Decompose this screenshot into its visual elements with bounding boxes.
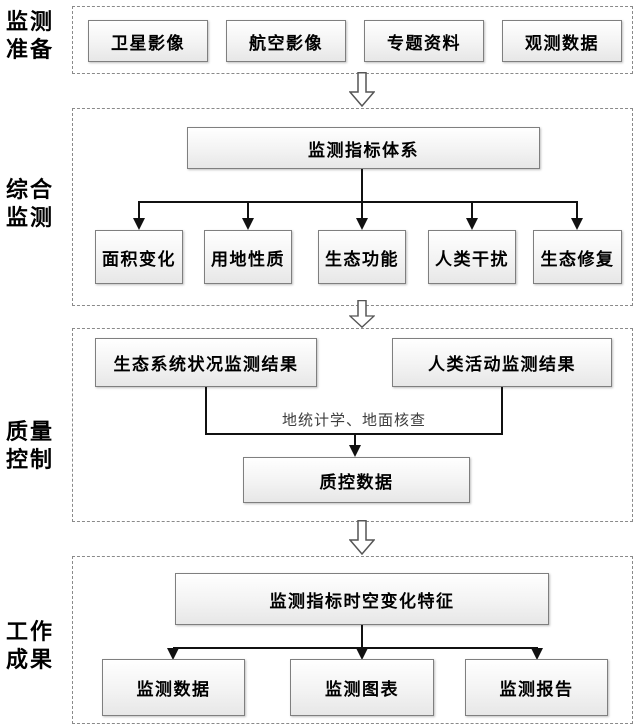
connector-line [471, 201, 473, 219]
arrowhead-down-icon [242, 218, 254, 230]
node-ecosystem-status-monitoring-results: 生态系统状况监测结果 [95, 338, 317, 387]
stage-label-quality-control: 质量控制 [6, 419, 55, 472]
arrowhead-down-icon [466, 218, 478, 230]
flow-arrow-icon [349, 300, 375, 328]
arrowhead-down-icon [356, 218, 368, 230]
node-monitoring-data: 监测数据 [102, 659, 245, 716]
arrowhead-down-icon [167, 648, 179, 660]
node-monitoring-charts: 监测图表 [290, 659, 434, 716]
arrowhead-down-icon [571, 218, 583, 230]
section-monitoring-preparation [72, 6, 633, 74]
stage-label-work-results: 工作成果 [6, 619, 55, 672]
node-quality-control-data: 质控数据 [243, 457, 470, 503]
connector-line [361, 201, 363, 219]
stage-label-comprehensive-monitoring: 综合监测 [6, 177, 55, 230]
connector-line [247, 201, 249, 219]
node-observation-data: 观测数据 [502, 20, 622, 62]
connector-line [354, 433, 356, 447]
connector-line [138, 201, 140, 219]
node-human-disturbance: 人类干扰 [428, 230, 516, 284]
section-work-results [72, 556, 633, 724]
connector-line [173, 647, 538, 649]
geostatistics-ground-check-label: 地统计学、地面核查 [281, 413, 426, 429]
section-quality-control [72, 328, 633, 522]
connector-line [138, 201, 578, 203]
arrowhead-down-icon [349, 445, 361, 457]
node-aerial-imagery: 航空影像 [226, 20, 346, 62]
section-comprehensive-monitoring [72, 108, 633, 306]
flow-arrow-icon [349, 520, 375, 555]
connector-line [205, 387, 207, 433]
arrowhead-down-icon [531, 648, 543, 660]
node-human-activity-monitoring-results: 人类活动监测结果 [392, 338, 612, 387]
connector-line [501, 387, 503, 433]
connector-line [576, 201, 578, 219]
stage-label-monitoring-preparation: 监测准备 [6, 9, 55, 62]
node-satellite-imagery: 卫星影像 [88, 20, 208, 62]
node-land-use-nature: 用地性质 [204, 230, 292, 284]
node-ecological-restoration: 生态修复 [533, 230, 622, 284]
node-area-change: 面积变化 [95, 230, 183, 284]
node-monitoring-indicator-spatiotemporal-change: 监测指标时空变化特征 [175, 573, 549, 625]
node-monitoring-indicator-system: 监测指标体系 [187, 127, 540, 169]
flow-arrow-icon [349, 72, 375, 107]
connector-line [361, 169, 363, 202]
node-ecological-function: 生态功能 [318, 230, 406, 284]
arrowhead-down-icon [133, 218, 145, 230]
node-thematic-data: 专题资料 [364, 20, 484, 62]
node-monitoring-report: 监测报告 [465, 659, 608, 716]
connector-line [361, 625, 363, 649]
arrowhead-down-icon [356, 648, 368, 660]
